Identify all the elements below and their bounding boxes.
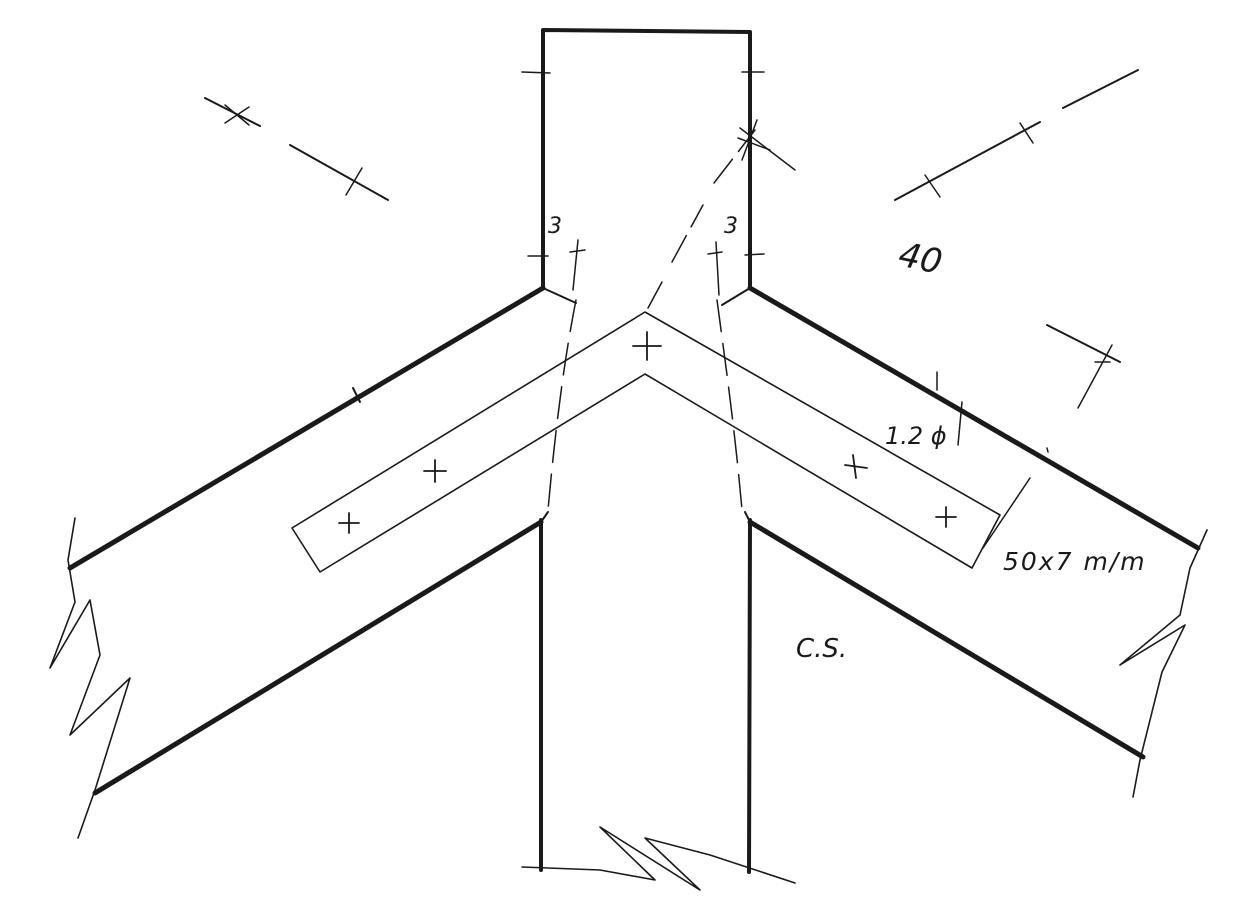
gap-marks	[569, 239, 723, 296]
left-gap-label: 3	[548, 214, 562, 239]
right-gap-label: 3	[724, 214, 738, 239]
bolts	[338, 331, 957, 534]
left-break-line	[49, 517, 131, 839]
right-rafter	[721, 285, 1201, 760]
centerlines	[204, 69, 1139, 453]
plate-size-label: 50x7 m/m	[1003, 547, 1147, 576]
angle-label: 40	[895, 235, 946, 283]
bottom-break-line	[521, 826, 796, 891]
bolt-left-1	[423, 459, 447, 483]
bolt-right-2	[935, 506, 957, 528]
bolt-left-2	[338, 512, 360, 534]
bolt-diameter-label: 1.2 ϕ	[885, 422, 947, 450]
drawing-label: C.S.	[796, 634, 847, 664]
bolt-diameter-leader	[957, 401, 963, 446]
gusset-plate	[291, 311, 1001, 573]
bolt-center	[632, 331, 662, 361]
vertical-post	[521, 28, 765, 874]
bolt-right-1	[844, 454, 868, 479]
right-break-line	[1119, 529, 1208, 798]
break-lines	[49, 517, 1208, 891]
left-rafter	[67, 285, 577, 796]
tenon-outline	[547, 299, 743, 511]
plate-leader	[982, 477, 1031, 549]
